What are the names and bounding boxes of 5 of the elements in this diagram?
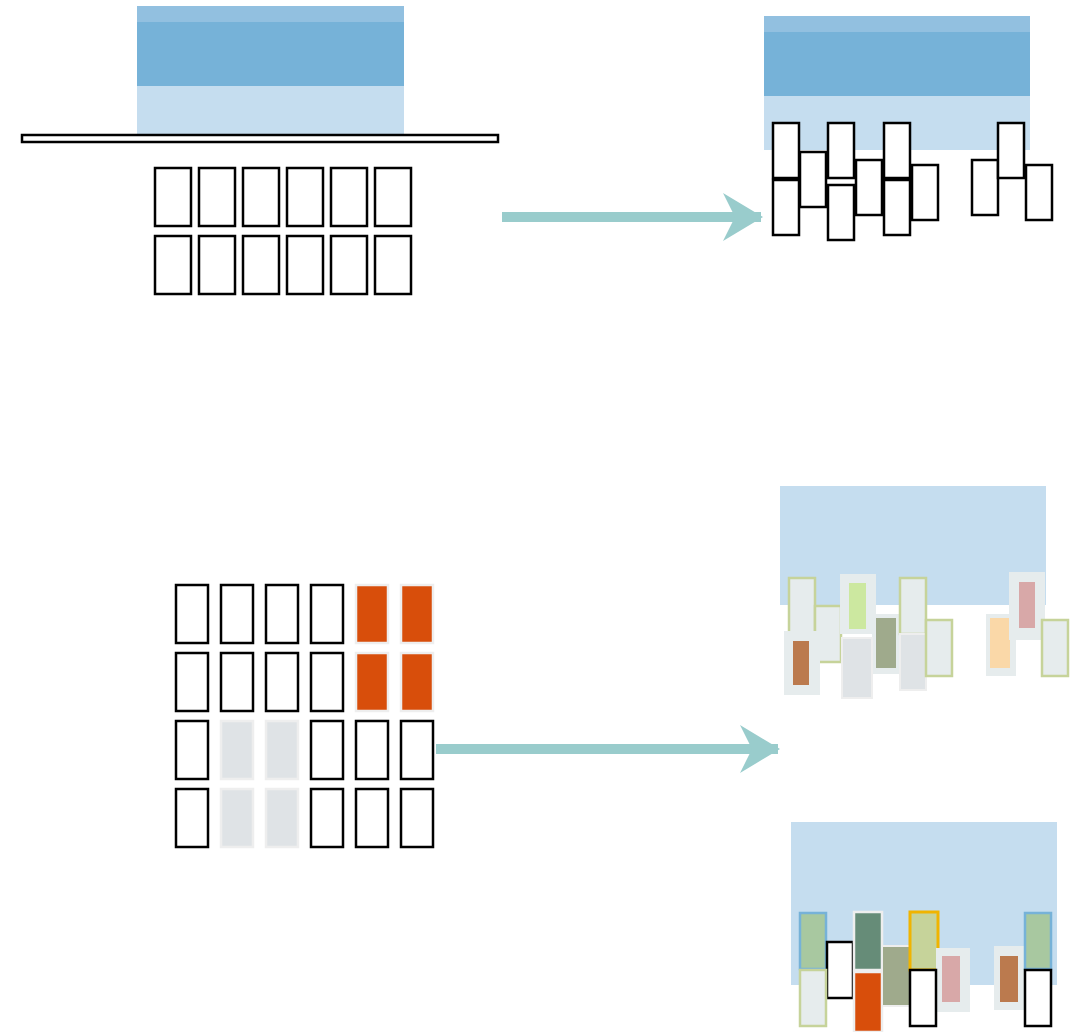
arrow [502,193,763,241]
block [780,486,1072,700]
block-drawing [20,5,500,297]
block [790,822,1060,1032]
arrow [436,725,780,773]
